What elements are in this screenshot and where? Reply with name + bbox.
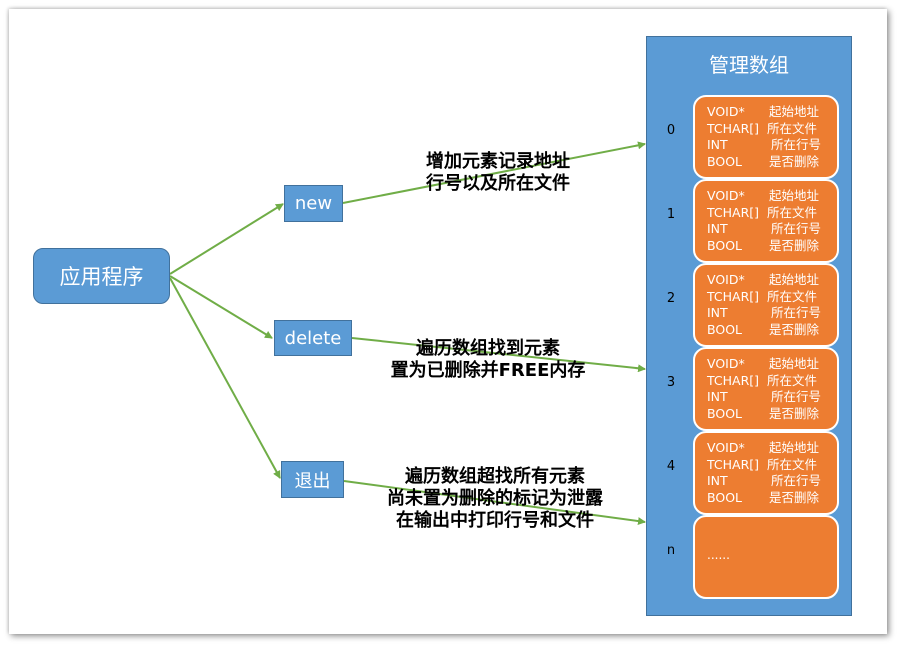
new-description: 增加元素记录地址 行号以及所在文件 xyxy=(398,151,598,195)
slot-field-row: TCHAR[] 所在文件 xyxy=(707,289,837,306)
new-description-line: 行号以及所在文件 xyxy=(426,173,570,194)
field-description: 是否删除 xyxy=(769,237,820,253)
field-description: 起始地址 xyxy=(769,356,820,371)
slot-field-row: INT 所在行号 xyxy=(707,137,837,154)
field-description: 所在文件 xyxy=(767,288,818,304)
slot-index-label: 0 xyxy=(666,123,676,138)
delete-description-line: 置为已删除并FREE内存 xyxy=(390,360,586,381)
field-type: TCHAR[] xyxy=(707,288,760,304)
slot-field-row: INT 所在行号 xyxy=(707,473,837,490)
field-type: BOOL xyxy=(707,153,742,169)
field-description: 起始地址 xyxy=(769,272,820,287)
slot-field-row: VOID* 起始地址 xyxy=(707,104,837,121)
field-description: 是否删除 xyxy=(769,405,820,421)
slot-field-row: VOID* 起始地址 xyxy=(707,188,837,205)
array-slot: ...... xyxy=(693,515,839,599)
slot-field-row: VOID* 起始地址 xyxy=(707,356,837,373)
field-type: TCHAR[] xyxy=(707,456,760,472)
field-description: 所在文件 xyxy=(767,120,818,136)
field-description: 起始地址 xyxy=(769,104,820,119)
new-operation-node: new xyxy=(284,185,343,222)
field-description: 所在行号 xyxy=(771,389,822,404)
field-type: TCHAR[] xyxy=(707,120,760,136)
field-type: VOID* xyxy=(707,440,745,455)
field-type: BOOL xyxy=(707,321,742,337)
slot-field-row: TCHAR[] 所在文件 xyxy=(707,121,837,138)
array-slot: VOID* 起始地址 TCHAR[] 所在文件 INT 所在行号 BOOL 是否删除 xyxy=(693,263,839,347)
field-type: TCHAR[] xyxy=(707,204,760,220)
field-description: 起始地址 xyxy=(769,440,820,455)
field-description: 是否删除 xyxy=(769,489,820,505)
slot-field-row: INT 所在行号 xyxy=(707,305,837,322)
field-description: 所在行号 xyxy=(771,473,822,488)
slot-field-row: VOID* 起始地址 xyxy=(707,272,837,289)
field-description: 是否删除 xyxy=(769,321,820,337)
field-description: 所在行号 xyxy=(771,137,822,152)
delete-operation-node: delete xyxy=(274,320,352,356)
field-type: VOID* xyxy=(707,104,745,119)
field-description: 是否删除 xyxy=(769,153,820,169)
slot-index-label: 4 xyxy=(666,459,676,474)
array-slot: VOID* 起始地址 TCHAR[] 所在文件 INT 所在行号 BOOL 是否删除 xyxy=(693,179,839,263)
exit-description: 遍历数组超找所有元素 尚未置为删除的标记为泄露 在输出中打印行号和文件 xyxy=(360,466,630,532)
field-description: 所在文件 xyxy=(767,204,818,220)
exit-description-line: 尚未置为删除的标记为泄露 xyxy=(387,488,603,509)
slot-field-row: BOOL 是否删除 xyxy=(707,238,837,255)
slot-index-label: 2 xyxy=(666,291,676,306)
slot-field-row: TCHAR[] 所在文件 xyxy=(707,457,837,474)
slot-field-row: TCHAR[] 所在文件 xyxy=(707,373,837,390)
field-description: 所在文件 xyxy=(767,456,818,472)
exit-description-line: 在输出中打印行号和文件 xyxy=(396,510,594,531)
field-description: 所在行号 xyxy=(771,221,822,236)
arrow-app-to-new xyxy=(169,203,284,275)
field-type: TCHAR[] xyxy=(707,372,760,388)
field-type: INT xyxy=(707,221,728,236)
field-type: VOID* xyxy=(707,356,745,371)
exit-operation-node: 退出 xyxy=(281,461,344,498)
slot-index-label: n xyxy=(666,543,676,558)
slot-field-row: INT 所在行号 xyxy=(707,389,837,406)
array-slot: VOID* 起始地址 TCHAR[] 所在文件 INT 所在行号 BOOL 是否删除 xyxy=(693,431,839,515)
arrow-exit-to-slot-n xyxy=(343,480,646,526)
new-description-line: 增加元素记录地址 xyxy=(426,151,570,172)
slot-index-label: 1 xyxy=(666,207,676,222)
slot-field-row: BOOL 是否删除 xyxy=(707,154,837,171)
arrow-app-to-delete xyxy=(169,275,273,339)
slot-field-row: VOID* 起始地址 xyxy=(707,440,837,457)
arrow-delete-to-slot-3 xyxy=(351,337,646,373)
field-type: VOID* xyxy=(707,188,745,203)
exit-description-line: 遍历数组超找所有元素 xyxy=(405,466,585,487)
field-description: 所在文件 xyxy=(767,372,818,388)
delete-description-line: 遍历数组找到元素 xyxy=(416,338,560,359)
slot-field-row: TCHAR[] 所在文件 xyxy=(707,205,837,222)
field-description: 起始地址 xyxy=(769,188,820,203)
arrow-app-to-exit xyxy=(169,277,281,479)
field-description: 所在行号 xyxy=(771,305,822,320)
slot-field-row: BOOL 是否删除 xyxy=(707,490,837,507)
field-type: VOID* xyxy=(707,272,745,287)
delete-description: 遍历数组找到元素 置为已删除并FREE内存 xyxy=(378,338,598,382)
slot-field-row: BOOL 是否删除 xyxy=(707,322,837,339)
field-type: BOOL xyxy=(707,489,742,505)
field-type: BOOL xyxy=(707,237,742,253)
slot-field-row: INT 所在行号 xyxy=(707,221,837,238)
arrow-new-to-slot-0 xyxy=(342,141,646,204)
slot-ellipsis: ...... xyxy=(707,548,730,562)
array-slot: VOID* 起始地址 TCHAR[] 所在文件 INT 所在行号 BOOL 是否删除 xyxy=(693,347,839,431)
array-slot: VOID* 起始地址 TCHAR[] 所在文件 INT 所在行号 BOOL 是否删除 xyxy=(693,95,839,179)
field-type: INT xyxy=(707,389,728,404)
field-type: BOOL xyxy=(707,405,742,421)
array-title: 管理数组 xyxy=(709,53,789,77)
application-node: 应用程序 xyxy=(33,248,170,304)
field-type: INT xyxy=(707,137,728,152)
field-type: INT xyxy=(707,473,728,488)
slot-field-row: BOOL 是否删除 xyxy=(707,406,837,423)
slot-index-label: 3 xyxy=(666,375,676,390)
field-type: INT xyxy=(707,305,728,320)
